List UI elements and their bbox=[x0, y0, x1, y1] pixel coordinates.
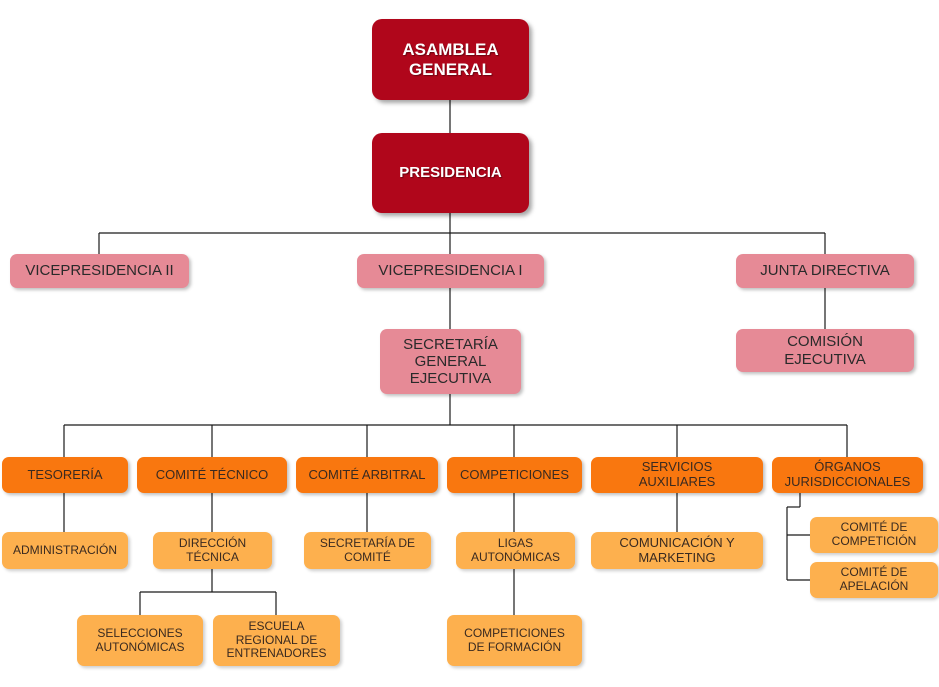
tesoreria-box: TESORERÍA bbox=[2, 457, 128, 493]
competiciones-box: COMPETICIONES bbox=[447, 457, 582, 493]
comunicacion-marketing-box: COMUNICACIÓN Y MARKETING bbox=[591, 532, 763, 569]
servicios-auxiliares-box: SERVICIOS AUXILIARES bbox=[591, 457, 763, 493]
vicepresidencia-i-box: VICEPRESIDENCIA I bbox=[357, 254, 544, 288]
direccion-tecnica-box: DIRECCIÓN TÉCNICA bbox=[153, 532, 272, 569]
secretaria-general-box: SECRETARÍA GENERAL EJECUTIVA bbox=[380, 329, 521, 394]
organos-jurisdiccionales-box: ÓRGANOS JURISDICCIONALES bbox=[772, 457, 923, 493]
ligas-autonomicas-box: LIGAS AUTONÓMICAS bbox=[456, 532, 575, 569]
comision-ejecutiva-box: COMISIÓN EJECUTIVA bbox=[736, 329, 914, 372]
administracion-box: ADMINISTRACIÓN bbox=[2, 532, 128, 569]
asamblea-general-box: ASAMBLEA GENERAL bbox=[372, 19, 529, 100]
presidencia-box: PRESIDENCIA bbox=[372, 133, 529, 213]
junta-directiva-box: JUNTA DIRECTIVA bbox=[736, 254, 914, 288]
escuela-regional-box: ESCUELA REGIONAL DE ENTRENADORES bbox=[213, 615, 340, 666]
secretaria-de-comite-box: SECRETARÍA DE COMITÉ bbox=[304, 532, 431, 569]
competiciones-de-formacion-box: COMPETICIONES DE FORMACIÓN bbox=[447, 615, 582, 666]
comite-arbitral-box: COMITÉ ARBITRAL bbox=[296, 457, 438, 493]
comite-de-competicion-box: COMITÉ DE COMPETICIÓN bbox=[810, 517, 938, 553]
comite-de-apelacion-box: COMITÉ DE APELACIÓN bbox=[810, 562, 938, 598]
comite-tecnico-box: COMITÉ TÉCNICO bbox=[137, 457, 287, 493]
vicepresidencia-ii-box: VICEPRESIDENCIA II bbox=[10, 254, 189, 288]
selecciones-autonomicas-box: SELECCIONES AUTONÓMICAS bbox=[77, 615, 203, 666]
